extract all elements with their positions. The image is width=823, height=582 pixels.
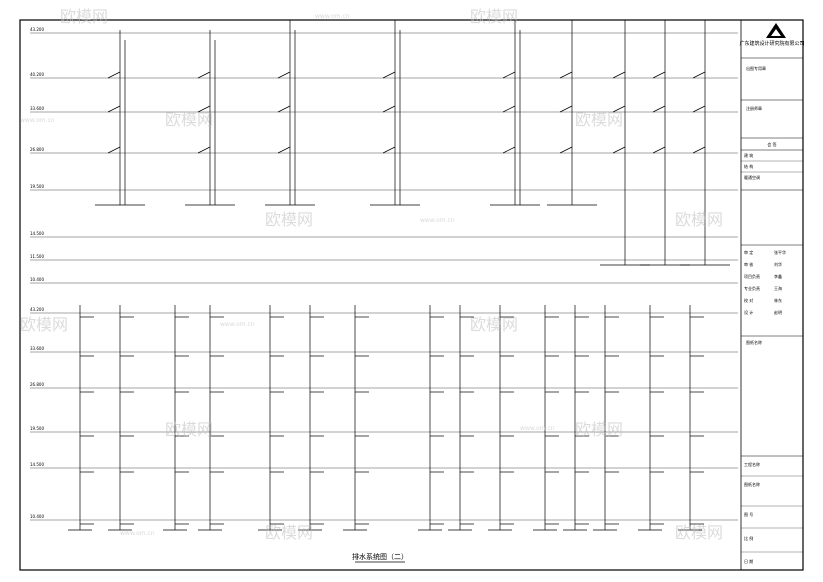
svg-text:设 计: 设 计: [744, 309, 753, 315]
title-block: 广东建筑设计研究院有限公司 出图专用章 注册师章 会 签 建 筑 结 构 暖通空…: [739, 23, 805, 564]
svg-text:林东: 林东: [774, 297, 782, 303]
sign-structure: 结 构: [744, 163, 753, 169]
svg-text:专业负责: 专业负责: [744, 285, 760, 291]
level-elevation: 19.500: [30, 426, 44, 431]
pipe-riser: [678, 305, 704, 531]
level-elevation: 43.200: [30, 27, 44, 32]
approval-row: 设 计 赵明: [744, 309, 782, 315]
pipe-riser: [680, 20, 730, 266]
pipe-riser: [593, 305, 619, 531]
pipe-riser: [488, 305, 514, 531]
pipe-riser: [163, 305, 189, 531]
section-countersign: 会 签: [767, 141, 776, 147]
pipe-riser: [490, 20, 540, 206]
svg-text:欧模网: 欧模网: [575, 420, 623, 439]
svg-text:校 对: 校 对: [744, 297, 753, 303]
approval-row: 校 对 林东: [744, 297, 782, 303]
company-logo: [766, 23, 786, 38]
section-registered: 注册师章: [746, 105, 762, 111]
svg-text:审 核: 审 核: [744, 261, 753, 267]
svg-text:欧模网: 欧模网: [165, 110, 213, 129]
svg-text:审 定: 审 定: [744, 249, 753, 255]
sign-hvac: 暖通空调: [744, 174, 760, 180]
approval-row: 审 核 刘华: [744, 261, 782, 267]
level-elevation: 19.500: [30, 184, 44, 189]
svg-text:www.om.cn: www.om.cn: [420, 217, 455, 224]
approval-rows: 审 定 张平华 审 核 刘华 项目负责 李鑫 专业负责 王海 校 对 林东 设 …: [744, 249, 786, 315]
pipe-riser: [563, 305, 589, 531]
approval-row: 项目负责 李鑫: [744, 273, 782, 279]
svg-text:欧模网: 欧模网: [470, 7, 518, 26]
drawing-title: 排水系统图（二）: [352, 552, 408, 561]
level-elevation: 33.600: [30, 346, 44, 351]
svg-text:欧模网: 欧模网: [575, 110, 623, 129]
svg-text:项目负责: 项目负责: [744, 273, 760, 279]
svg-text:欧模网: 欧模网: [675, 210, 723, 229]
pipe-risers: [68, 20, 730, 531]
svg-text:www.om.cn: www.om.cn: [120, 530, 155, 537]
pipe-riser: [370, 20, 420, 206]
svg-text:王海: 王海: [774, 285, 782, 291]
level-elevation: 10.400: [30, 277, 44, 282]
level-elevation: 26.800: [30, 382, 44, 387]
pipe-riser: [533, 305, 559, 531]
pipe-riser: [68, 305, 94, 531]
pipe-riser: [265, 20, 315, 206]
level-elevation: 26.800: [30, 147, 44, 152]
svg-text:刘华: 刘华: [774, 261, 782, 267]
level-elevation: 40.200: [30, 72, 44, 77]
drawing-name-label: 图纸名称: [744, 481, 760, 487]
svg-text:www.om.cn: www.om.cn: [220, 321, 255, 328]
svg-text:欧模网: 欧模网: [165, 420, 213, 439]
svg-text:张平华: 张平华: [774, 249, 786, 255]
pipe-riser: [448, 305, 474, 531]
svg-text:李鑫: 李鑫: [774, 273, 782, 279]
svg-text:欧模网: 欧模网: [470, 315, 518, 334]
scale-label: 比 例: [744, 535, 753, 541]
svg-text:欧模网: 欧模网: [265, 523, 313, 542]
pipe-riser: [638, 305, 664, 531]
pipe-riser: [298, 305, 324, 531]
level-elevation: 10.400: [30, 514, 44, 519]
svg-text:欧模网: 欧模网: [675, 523, 723, 542]
drawing-number-label: 图 号: [744, 511, 753, 517]
section-stamp: 出图专用章: [746, 65, 766, 71]
pipe-riser: [198, 305, 224, 531]
bottom-level-lines: 43.200 33.600 26.800 19.500 14.500 10.400: [30, 307, 738, 521]
pipe-riser: [343, 305, 369, 531]
level-elevation: 43.200: [30, 307, 44, 312]
level-elevation: 14.500: [30, 231, 44, 236]
pipe-riser: [418, 305, 444, 531]
pipe-riser: [185, 30, 235, 206]
top-level-lines: 43.200 40.200 33.600 26.800 19.500 14.500 11.5…: [30, 27, 738, 284]
pipe-riser: [258, 305, 284, 531]
section-drawing-name: 图纸名称: [746, 339, 762, 345]
svg-text:欧模网: 欧模网: [265, 210, 313, 229]
pipe-riser: [600, 20, 650, 266]
project-name-label: 工程名称: [744, 461, 760, 467]
level-elevation: 14.500: [30, 462, 44, 467]
date-label: 日 期: [744, 558, 753, 564]
pipe-riser: [108, 305, 134, 531]
company-name: 广东建筑设计研究院有限公司: [739, 40, 804, 47]
svg-text:www.om.cn: www.om.cn: [315, 13, 350, 20]
level-elevation: 11.500: [30, 254, 44, 259]
sheet-border: [19, 19, 804, 571]
sign-architecture: 建 筑: [744, 152, 753, 158]
svg-text:赵明: 赵明: [774, 309, 782, 315]
svg-text:www.om.cn: www.om.cn: [20, 117, 55, 124]
svg-text:欧模网: 欧模网: [20, 315, 68, 334]
pipe-riser: [95, 30, 145, 206]
approval-row: 审 定 张平华: [744, 249, 786, 255]
level-elevation: 33.600: [30, 106, 44, 111]
pipe-riser: [547, 20, 597, 206]
watermark-layer: 欧模网 欧模网 欧模网 欧模网 欧模网 欧模网 欧模网 欧模网 欧模网 欧模网 …: [20, 7, 723, 542]
svg-text:www.om.cn: www.om.cn: [520, 425, 555, 432]
approval-row: 专业负责 王海: [744, 285, 782, 291]
svg-text:欧模网: 欧模网: [60, 7, 108, 26]
